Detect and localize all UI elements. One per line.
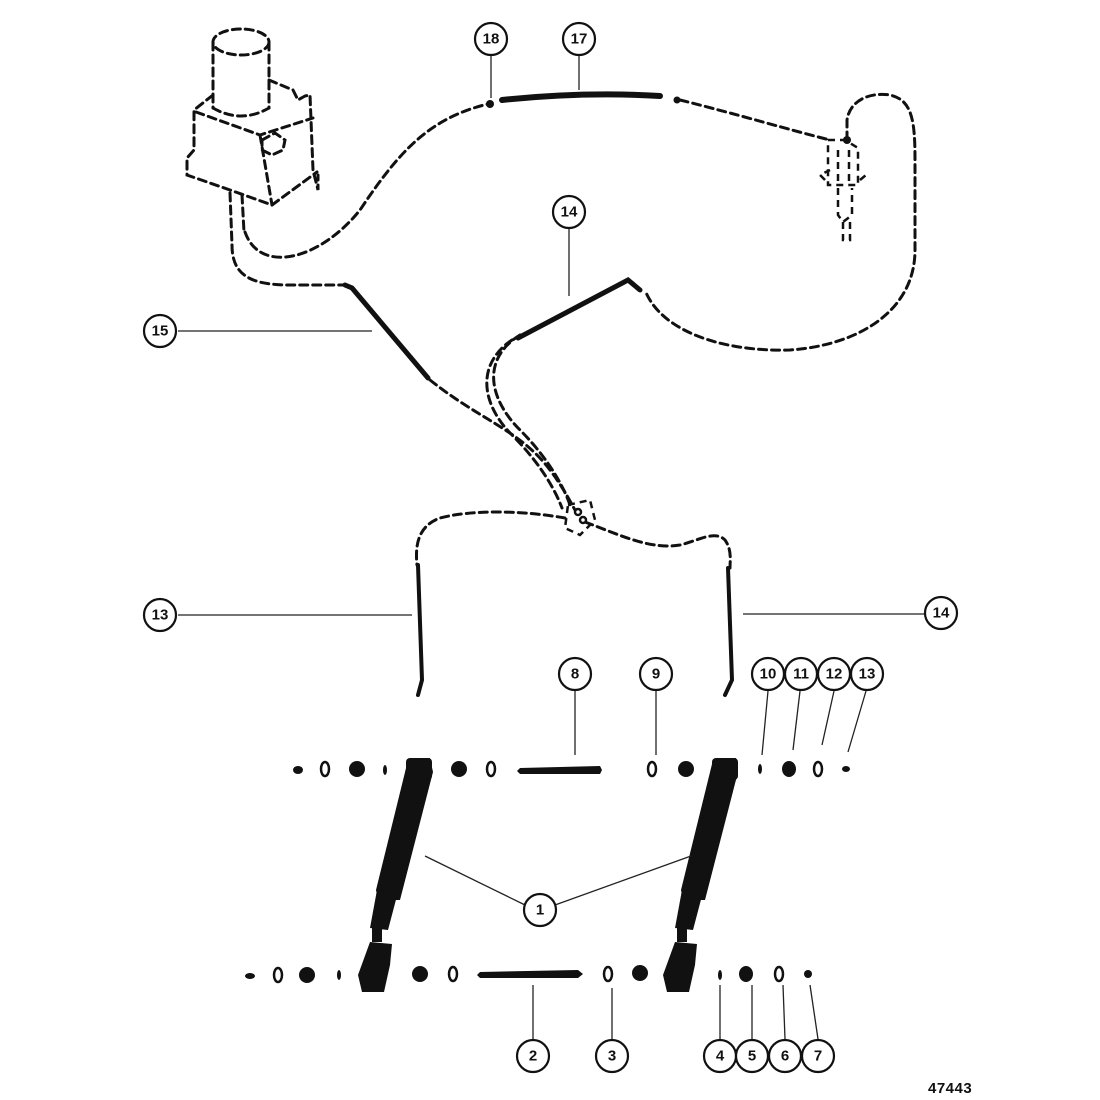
callout-7[interactable]: 7	[800, 1038, 836, 1074]
leader-lines	[178, 54, 925, 1040]
trim-cylinder-left	[358, 758, 433, 992]
callout-9[interactable]: 9	[638, 656, 674, 692]
trim-sender	[817, 136, 867, 242]
callout-13[interactable]: 13	[849, 656, 885, 692]
callout-6[interactable]: 6	[767, 1038, 803, 1074]
tee-fitting	[563, 498, 597, 537]
callout-label: 10	[760, 666, 777, 683]
callout-label: 18	[483, 31, 500, 48]
trim-cylinder-right	[663, 758, 738, 992]
callout-label: 7	[814, 1048, 822, 1065]
callout-label: 6	[781, 1048, 789, 1065]
hose-routing-phantom	[230, 92, 917, 570]
callout-label: 11	[793, 666, 809, 683]
upper-hardware-row	[293, 760, 850, 778]
callout-10[interactable]: 10	[750, 656, 786, 692]
callout-12[interactable]: 12	[816, 656, 852, 692]
callout-8[interactable]: 8	[557, 656, 593, 692]
hoses-solid	[342, 91, 735, 697]
callout-label: 15	[152, 323, 169, 340]
callout-label: 9	[652, 666, 660, 683]
callout-11[interactable]: 11	[783, 656, 819, 692]
lower-hardware-row	[245, 965, 812, 984]
callout-18[interactable]: 18	[473, 21, 509, 57]
callout-2[interactable]: 2	[515, 1038, 551, 1074]
callout-label: 14	[561, 204, 578, 221]
callout-14-right[interactable]: 14	[923, 595, 959, 631]
callout-15[interactable]: 14	[551, 194, 587, 230]
callout-label: 3	[608, 1048, 616, 1065]
callout-label: 13	[152, 607, 169, 624]
callout-14-left[interactable]: 13	[142, 597, 178, 633]
callout-3[interactable]: 3	[594, 1038, 630, 1074]
figure-number: 47443	[928, 1080, 973, 1097]
callout-1[interactable]: 1	[522, 892, 558, 928]
callout-label: 1	[536, 902, 544, 919]
callout-5[interactable]: 5	[734, 1038, 770, 1074]
callout-label: 5	[748, 1048, 756, 1065]
callout-label: 2	[529, 1048, 537, 1065]
pump-motor-assembly	[185, 27, 320, 247]
callout-4[interactable]: 4	[702, 1038, 738, 1074]
callout-label: 8	[571, 666, 579, 683]
callout-16[interactable]: 15	[142, 313, 178, 349]
callout-17[interactable]: 17	[561, 21, 597, 57]
callout-label: 12	[826, 666, 843, 683]
callout-label: 13	[859, 666, 876, 683]
callout-label: 14	[933, 605, 950, 622]
callout-label: 17	[571, 31, 588, 48]
callout-label: 4	[716, 1048, 725, 1065]
